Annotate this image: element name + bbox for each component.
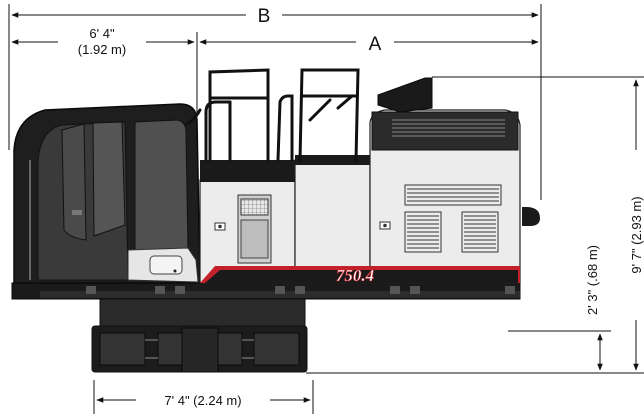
operator-cab [13,103,201,284]
cab-length-label: 6' 4" [89,26,115,41]
dimension-a-label: A [369,34,382,55]
accent-stripe: 750.4 [200,266,520,285]
engine-module [199,155,371,284]
dimension-b-label: B [258,6,271,27]
track-width-label: 7' 4" (2.24 m) [164,393,241,408]
cab-length-metric: (1.92 m) [78,42,126,57]
upper-deck [11,282,521,300]
dimension-lines [8,4,644,414]
dimension-labels: B A 6' 4" (1.92 m) 7' 4" (2.24 m) 2' 3" … [78,6,644,408]
guardrails [184,68,360,162]
undercarriage [91,297,308,373]
engine-cover [369,77,540,284]
ground-clearance-label: 2' 3" (.68 m) [585,245,600,315]
model-badge: 750.4 [336,266,374,285]
overall-height-label: 9' 7" (2.93 m) [629,196,644,273]
